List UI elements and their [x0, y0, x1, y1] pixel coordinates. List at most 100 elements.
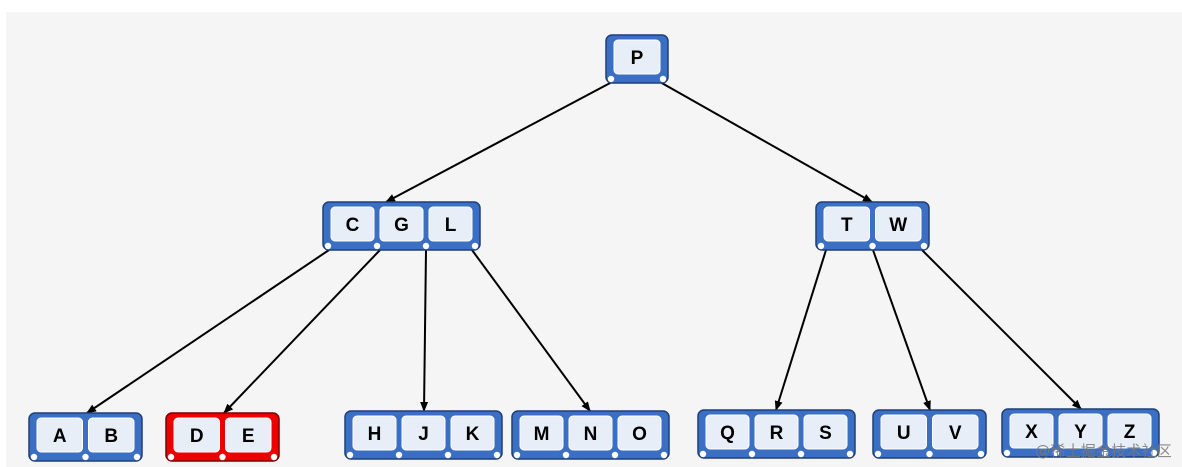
pointer-dot — [1101, 449, 1109, 457]
key-cell — [330, 206, 375, 242]
pointer-dot — [1150, 449, 1158, 457]
key-cell — [36, 417, 83, 453]
pointer-dot — [1052, 449, 1060, 457]
key-cell — [823, 206, 870, 242]
key-label: U — [897, 423, 911, 444]
key-label: Z — [1124, 422, 1136, 443]
key-label: P — [631, 48, 644, 69]
edge-cgl-to-ab — [86, 249, 330, 414]
key-label: T — [841, 215, 853, 236]
edge-cgl-to-mno — [471, 249, 591, 412]
key-cell — [519, 415, 564, 451]
key-label: Y — [1074, 422, 1087, 443]
key-label: B — [104, 426, 118, 447]
key-cell — [1107, 413, 1152, 449]
key-label: R — [770, 423, 784, 444]
key-cell — [225, 417, 272, 453]
key-label: C — [346, 215, 360, 236]
key-cell — [401, 415, 446, 451]
key-cell — [705, 414, 750, 450]
key-cell — [352, 415, 397, 451]
key-cell — [754, 414, 799, 450]
key-label: H — [368, 424, 382, 445]
pointer-dot — [270, 453, 278, 461]
edge-tw-to-qrs — [774, 249, 827, 411]
key-label: K — [466, 424, 480, 445]
key-label: E — [242, 426, 255, 447]
key-cell — [173, 417, 220, 453]
pointer-dot — [607, 75, 615, 83]
key-label: W — [889, 215, 907, 236]
key-cell — [617, 415, 662, 451]
edge-p-to-tw — [659, 81, 873, 203]
key-label: V — [949, 423, 962, 444]
pointer-dot — [846, 450, 854, 458]
btree-node-qrs: Q R S — [697, 409, 856, 459]
pointer-dot — [30, 453, 38, 461]
key-label: A — [53, 426, 67, 447]
key-label: N — [584, 424, 598, 445]
key-cell — [803, 414, 848, 450]
pointer-dot — [493, 451, 501, 459]
key-cell — [568, 415, 613, 451]
btree-node-p: P — [605, 34, 669, 84]
diagram-canvas — [6, 12, 1182, 467]
pointer-dot — [977, 450, 985, 458]
edge-tw-to-uv — [872, 249, 931, 411]
pointer-dot — [611, 451, 619, 459]
edge-p-to-cgl — [385, 81, 613, 203]
key-label: S — [819, 423, 832, 444]
key-label: Q — [720, 423, 735, 444]
key-label: O — [632, 424, 647, 445]
key-cell — [613, 39, 661, 75]
pointer-dot — [926, 450, 933, 458]
pointer-dot — [748, 450, 756, 458]
pointer-dot — [444, 451, 452, 459]
watermark: @稀土掘金技术社区 — [1035, 442, 1172, 460]
key-label: M — [534, 424, 550, 445]
btree-node-xyz: X Y Z — [1001, 408, 1160, 458]
pointer-dot — [373, 242, 381, 250]
edge-tw-to-xyz — [921, 249, 1082, 410]
pointer-dot — [324, 242, 332, 250]
pointer-dot — [920, 242, 928, 250]
key-label: L — [445, 215, 457, 236]
key-cell — [1058, 413, 1103, 449]
edges-layer — [86, 81, 1082, 414]
pointer-dot — [797, 450, 805, 458]
pointer-dot — [513, 451, 521, 459]
pointer-dot — [869, 242, 876, 250]
edge-cgl-to-hjk — [420, 249, 429, 412]
key-label: X — [1025, 422, 1038, 443]
key-label: D — [190, 426, 204, 447]
pointer-dot — [1003, 449, 1011, 457]
key-cell — [88, 417, 135, 453]
pointer-dot — [395, 451, 403, 459]
pointer-dot — [874, 450, 882, 458]
pointer-dot — [699, 450, 707, 458]
edge-cgl-to-de — [223, 249, 381, 414]
pointer-dot — [660, 451, 668, 459]
key-cell — [932, 414, 979, 450]
pointer-dot — [817, 242, 825, 250]
key-cell — [875, 206, 922, 242]
btree-node-mno: M N O — [511, 410, 670, 460]
pointer-dot — [562, 451, 570, 459]
pointer-dot — [133, 453, 141, 461]
key-label: J — [418, 424, 429, 445]
key-cell — [880, 414, 927, 450]
pointer-dot — [82, 453, 89, 461]
key-cell — [450, 415, 495, 451]
key-label: G — [394, 215, 409, 236]
pointer-dot — [346, 451, 354, 459]
key-cell — [428, 206, 473, 242]
pointer-dot — [659, 75, 667, 83]
